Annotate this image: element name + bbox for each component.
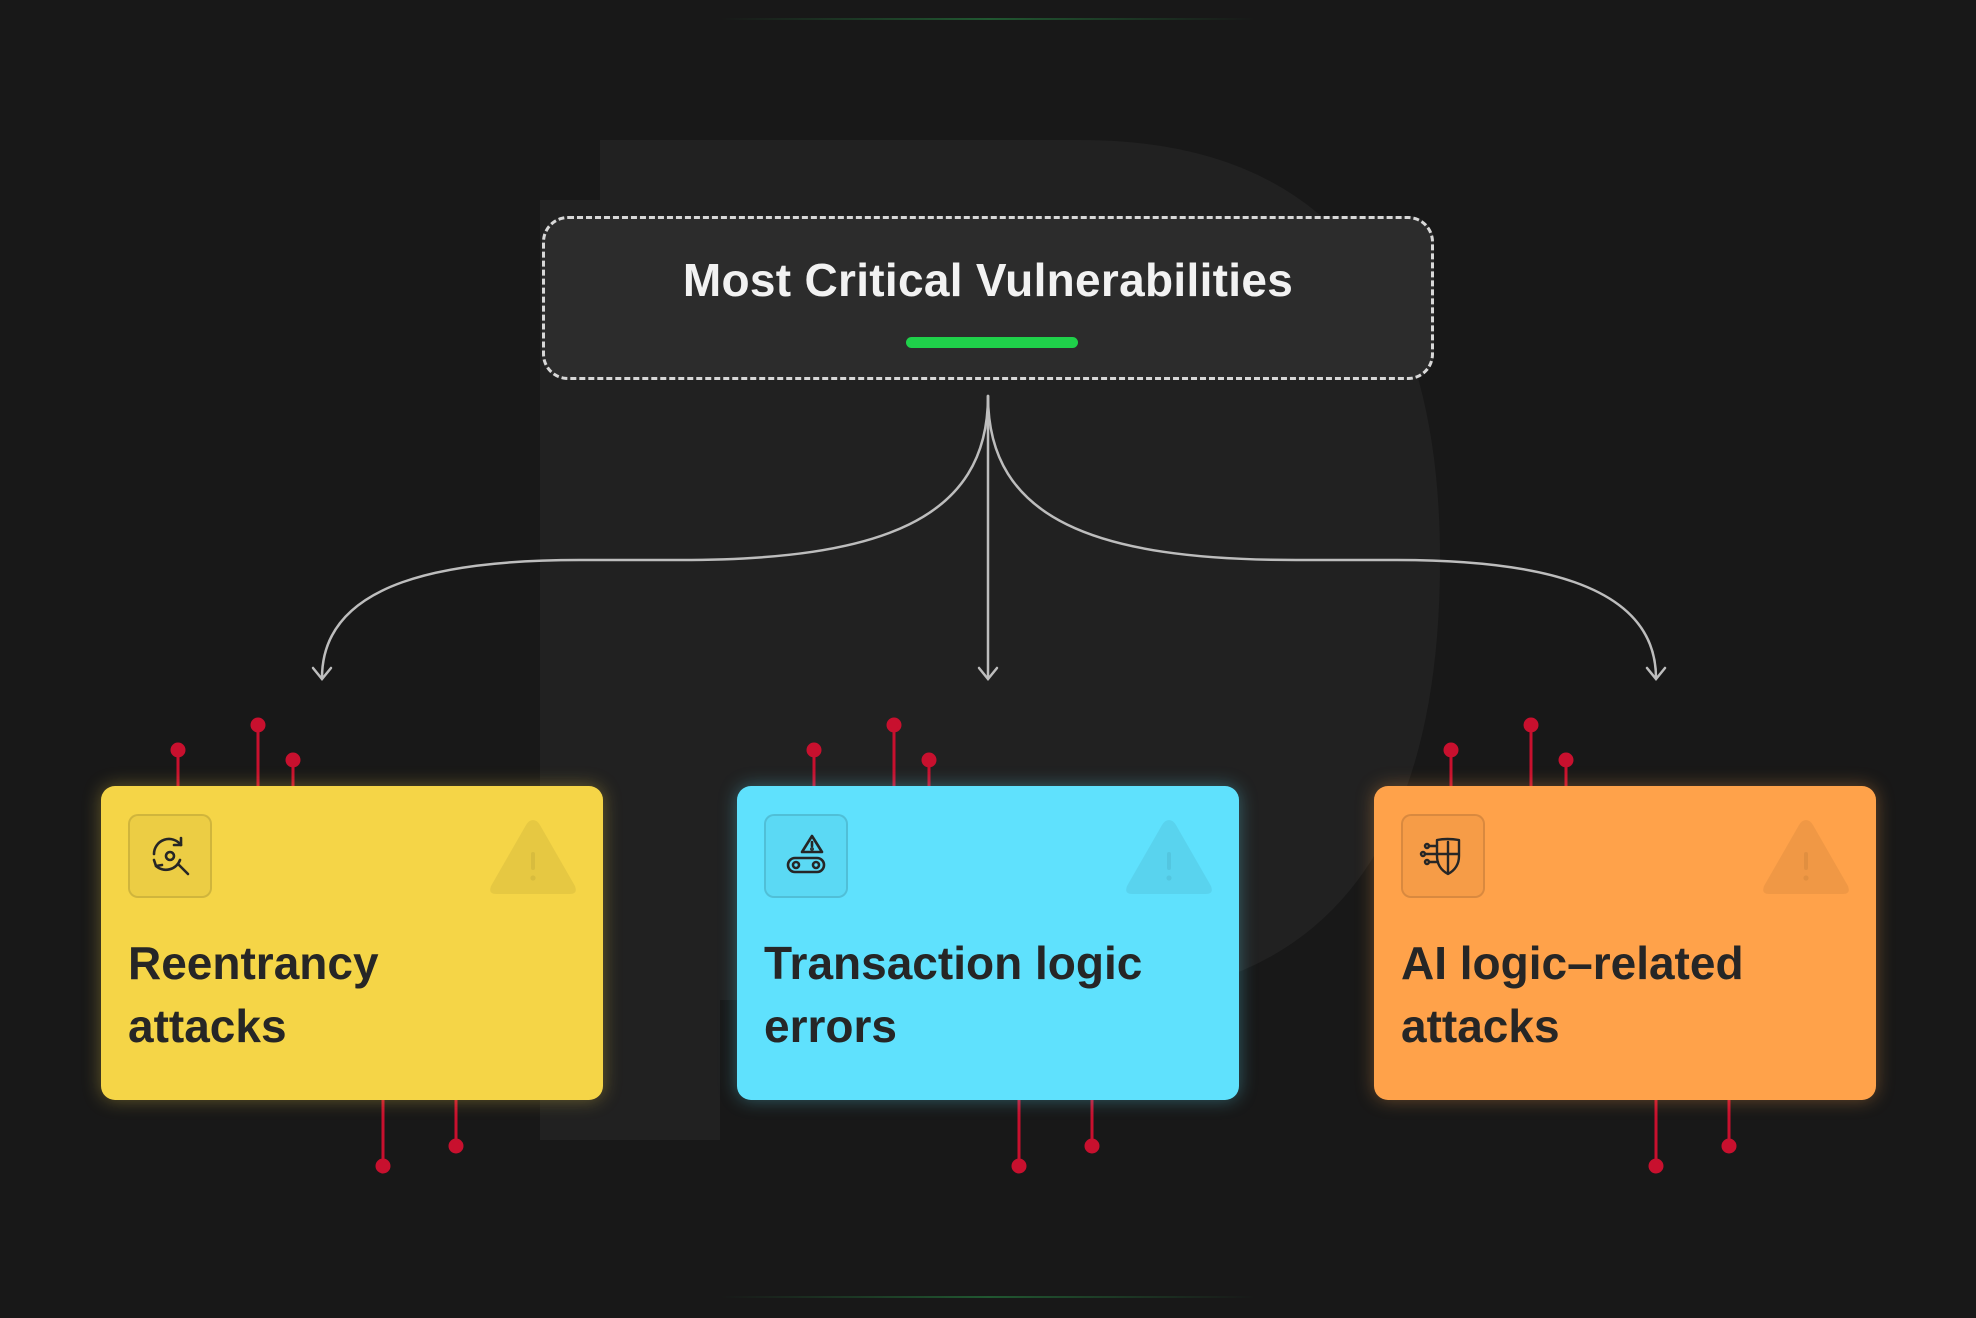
card-label-line2: errors [764,1000,897,1052]
conveyor-warning-icon [786,834,826,874]
card-label-line2: attacks [1401,1000,1560,1052]
warning-triangle-icon [490,820,576,894]
card-label-line1: Reentrancy [128,937,379,989]
card-label: Reentrancy attacks [128,932,578,1058]
card-label: Transaction logic errors [764,932,1214,1058]
card-icon-box [764,814,848,898]
card-icon-box [1401,814,1485,898]
connector-right [986,394,1658,680]
bottom-accent-line [720,1296,1256,1298]
card-label: AI logic–related attacks [1401,932,1851,1058]
title-underline-bar [906,337,1078,348]
card-transaction-logic-errors: Transaction logic errors [737,786,1239,1100]
card-icon-box [128,814,212,898]
warning-triangle-icon [1126,820,1212,894]
card-label-line1: AI logic–related [1401,937,1744,989]
refresh-search-icon [152,836,190,876]
arrowhead-right-icon [1645,666,1667,681]
card-label-line1: Transaction logic [764,937,1143,989]
title-box: Most Critical Vulnerabilities [542,216,1434,380]
diagram-title: Most Critical Vulnerabilities [682,254,1294,306]
card-reentrancy-attacks: Reentrancy attacks [101,786,603,1100]
circuit-shield-icon [1419,837,1461,876]
arrowhead-center-icon [977,666,999,681]
arrowhead-left-icon [311,666,333,681]
connector-left [320,394,990,680]
warning-triangle-icon [1763,820,1849,894]
card-label-line2: attacks [128,1000,287,1052]
card-ai-logic-related-attacks: AI logic–related attacks [1374,786,1876,1100]
top-accent-line [720,18,1256,20]
